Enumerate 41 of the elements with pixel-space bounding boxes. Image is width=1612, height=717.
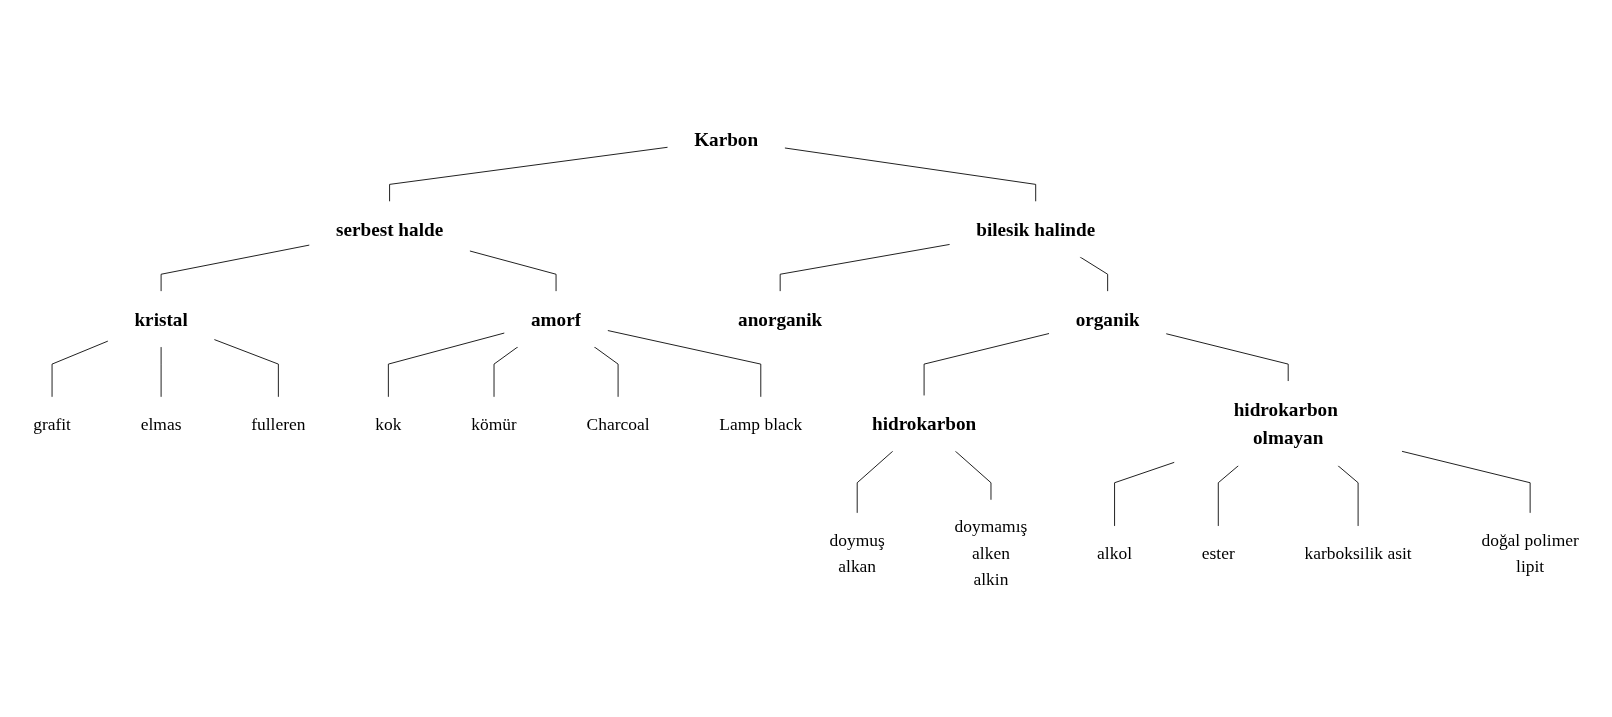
node-text: elmas [140, 413, 182, 434]
connector [606, 330, 762, 398]
connector [213, 339, 279, 398]
node-text: doğal polimer lipit [1481, 529, 1579, 576]
connector [923, 333, 1050, 397]
connector [387, 332, 506, 398]
node-text: alkol [1097, 543, 1133, 563]
node-text: Karbon [694, 128, 759, 151]
node-text: ester [1201, 543, 1235, 563]
connector [593, 346, 619, 398]
connector [51, 340, 109, 398]
node-text: serbest halde [336, 218, 444, 241]
node-text: kömür [471, 413, 517, 434]
connector [493, 346, 519, 398]
connector [1079, 256, 1109, 293]
node-text: bilesik halinde [976, 218, 1096, 241]
node-text: doymamış alken alkin [954, 516, 1028, 589]
node-text: anorganik [738, 308, 823, 331]
node-text: kristal [134, 308, 188, 331]
node-text: organik [1075, 308, 1140, 331]
connector [779, 244, 951, 293]
connector [1337, 464, 1359, 527]
connector [1165, 333, 1289, 383]
node-text: hidrokarbon [872, 412, 977, 435]
node-text: amorf [531, 308, 582, 331]
node-text: hidrokarbon olmayan [1233, 398, 1338, 449]
node-text: doymuş alkan [829, 529, 885, 576]
node-text: karboksilik asit [1304, 543, 1412, 563]
connector [1217, 464, 1240, 527]
node-text: fulleren [251, 413, 306, 434]
node-text: grafit [33, 413, 71, 434]
connector [954, 450, 992, 501]
connector [1401, 450, 1531, 514]
node-text: kok [375, 413, 402, 434]
connector [160, 244, 311, 293]
connector [783, 147, 1037, 203]
connector [468, 250, 557, 293]
node-text: Lamp black [719, 413, 803, 434]
node-text: Charcoal [586, 413, 650, 434]
connector [856, 450, 894, 514]
connector [389, 146, 669, 203]
